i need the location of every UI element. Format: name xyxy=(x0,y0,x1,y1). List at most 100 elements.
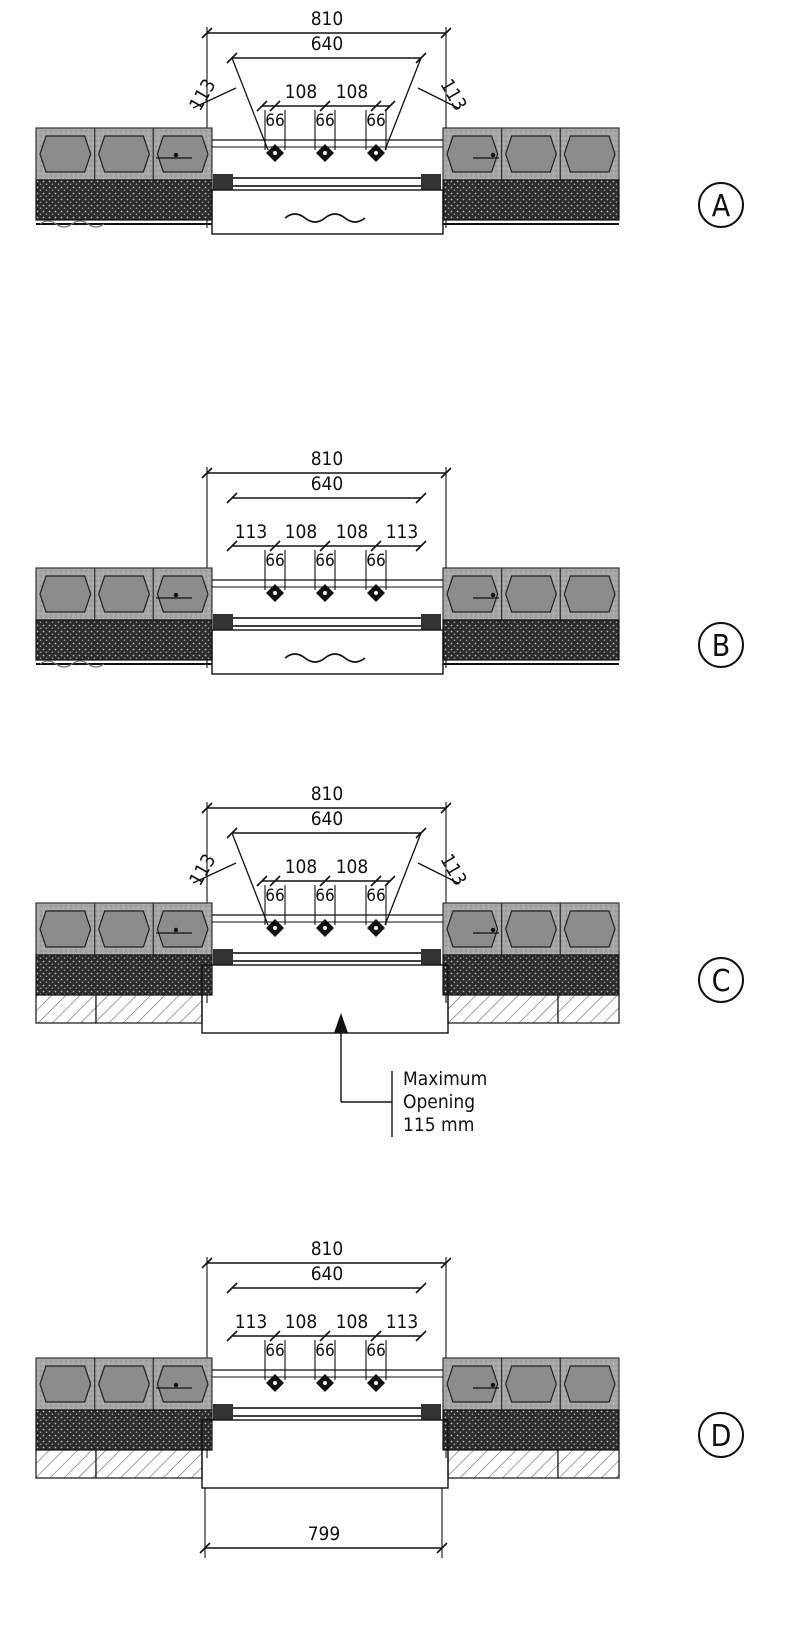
membrane-wave xyxy=(284,653,366,663)
edge-left-label: 113 xyxy=(185,75,220,114)
spacing-label: 108 xyxy=(285,81,318,103)
dimension-tick xyxy=(199,1542,211,1554)
dimension-tick xyxy=(319,1330,331,1342)
membrane-wave xyxy=(284,213,366,223)
frame-left xyxy=(213,614,233,630)
window-sill xyxy=(219,177,435,187)
brick xyxy=(35,1449,97,1479)
frame-right xyxy=(421,1404,441,1420)
arrow-up-icon xyxy=(334,1013,348,1033)
dimension-tick xyxy=(384,100,396,112)
overall-dimension-label: 810 xyxy=(311,448,344,470)
fixing-center xyxy=(273,926,277,930)
block-core xyxy=(563,135,616,173)
spacing-label: 108 xyxy=(336,521,369,543)
block-core xyxy=(505,135,557,173)
opening-frame xyxy=(211,189,444,235)
block-core xyxy=(39,1365,92,1403)
block-core xyxy=(446,1365,499,1403)
fixing-center xyxy=(374,151,378,155)
fixing-center xyxy=(323,151,327,155)
tie-fixing xyxy=(173,927,179,933)
insulation-layer xyxy=(442,954,620,996)
block-core xyxy=(156,135,209,173)
edge-right-label: 113 xyxy=(436,850,471,889)
block-core xyxy=(563,1365,616,1403)
brick xyxy=(447,1449,559,1479)
dimension-tick xyxy=(370,100,382,112)
brick xyxy=(95,1449,203,1479)
window-sill xyxy=(219,1407,435,1417)
edge-right-leader xyxy=(384,57,422,151)
insulation-layer xyxy=(442,1409,620,1451)
spacing-label: 108 xyxy=(285,1311,318,1333)
fixing-label: 66 xyxy=(315,1341,334,1361)
dimension-tick xyxy=(256,100,268,112)
dimension-tick xyxy=(269,875,281,887)
fixing-center xyxy=(273,151,277,155)
edge-right-label: 113 xyxy=(386,1311,419,1333)
insulation-layer xyxy=(442,619,620,661)
tie-fixing xyxy=(173,152,179,158)
brick xyxy=(35,994,97,1024)
note-line: 115 mm xyxy=(403,1114,474,1136)
fixing-label: 66 xyxy=(265,551,284,571)
window-sill xyxy=(219,617,435,627)
fixing-label: 66 xyxy=(366,111,385,131)
detail-label-circle xyxy=(698,622,744,668)
overall-dimension-label: 810 xyxy=(311,783,344,805)
edge-right-leader xyxy=(384,832,422,926)
detail-label-circle xyxy=(698,957,744,1003)
block-core xyxy=(39,910,92,948)
frame-left xyxy=(213,174,233,190)
brick xyxy=(557,994,620,1024)
dimension-tick xyxy=(319,875,331,887)
overall-dimension-label: 810 xyxy=(311,1238,344,1260)
dimension-tick xyxy=(415,492,427,504)
inner-dimension-label: 640 xyxy=(311,33,344,55)
brick xyxy=(557,1449,620,1479)
dimension-tick xyxy=(226,492,238,504)
frame-right xyxy=(421,174,441,190)
inner-dimension-label: 640 xyxy=(311,473,344,495)
edge-right-dim-line xyxy=(417,862,459,884)
fixing-label: 66 xyxy=(366,1341,385,1361)
spacing-label: 108 xyxy=(285,856,318,878)
edge-right-label: 113 xyxy=(436,75,471,114)
dimension-tick xyxy=(269,540,281,552)
opening-frame xyxy=(211,629,444,675)
edge-right-dim-line xyxy=(417,87,459,109)
block-core xyxy=(446,910,499,948)
edge-left-dim-line xyxy=(192,862,237,884)
fixing-label: 66 xyxy=(265,1341,284,1361)
detail-label-letter: B xyxy=(712,629,731,664)
detail-label-letter: D xyxy=(711,1419,732,1454)
edge-left-leader xyxy=(231,832,269,926)
frame-right xyxy=(421,949,441,965)
dimension-tick xyxy=(226,1330,238,1342)
dimension-tick xyxy=(384,875,396,887)
block-core xyxy=(505,1365,557,1403)
note-line: Opening xyxy=(403,1091,475,1113)
spacing-label: 108 xyxy=(336,856,369,878)
dimension-tick xyxy=(319,100,331,112)
dimension-tick xyxy=(226,1282,238,1294)
dimension-tick xyxy=(226,540,238,552)
fixing-center xyxy=(323,591,327,595)
tie-fixing xyxy=(173,1382,179,1388)
overall-dimension-label: 810 xyxy=(311,8,344,30)
dimension-tick xyxy=(269,1330,281,1342)
dimension-tick xyxy=(415,1282,427,1294)
fixing-label: 66 xyxy=(315,886,334,906)
block-core xyxy=(156,910,209,948)
fixing-center xyxy=(374,1381,378,1385)
frame-left xyxy=(213,1404,233,1420)
brick xyxy=(95,994,203,1024)
fixing-label: 66 xyxy=(366,551,385,571)
fixing-center xyxy=(273,591,277,595)
block-core xyxy=(98,135,150,173)
note-line: Maximum xyxy=(403,1068,487,1090)
dimension-tick xyxy=(415,1330,427,1342)
